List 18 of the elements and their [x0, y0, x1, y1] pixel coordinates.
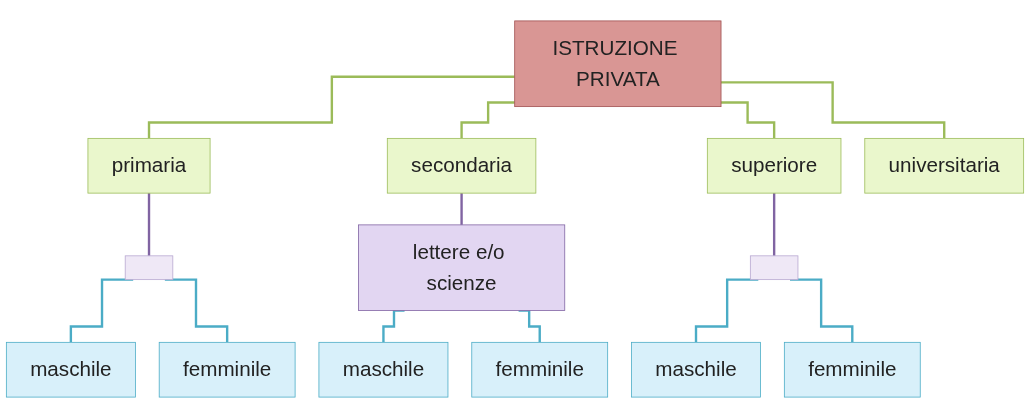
node-box: lettere e/o scienze [358, 224, 566, 311]
node-box: universitaria [864, 137, 1025, 194]
node-box: femminile [158, 341, 296, 398]
node-bar [749, 255, 799, 281]
connector [460, 101, 515, 140]
connector [721, 101, 776, 140]
node-box: maschile [5, 341, 136, 398]
connector [147, 75, 515, 140]
node-bar [124, 255, 174, 281]
node-box: femminile [783, 341, 921, 398]
node-box: maschile [631, 341, 761, 398]
node-box: secondaria [386, 137, 537, 194]
connector [721, 81, 946, 140]
node-box: superiore [706, 137, 842, 194]
node-box: femminile [471, 341, 609, 398]
node-box: maschile [318, 341, 449, 398]
node-box: ISTRUZIONE PRIVATA [514, 20, 722, 107]
node-box: primaria [87, 137, 211, 194]
